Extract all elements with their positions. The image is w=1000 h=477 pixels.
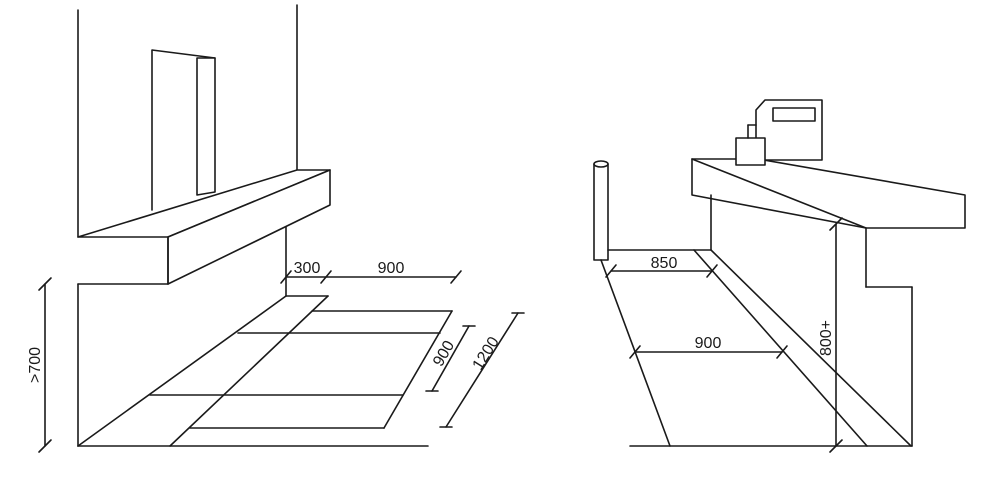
dim-bottom-width: 900	[629, 335, 788, 359]
window-sill	[77, 169, 331, 285]
wall	[77, 4, 298, 447]
dim-top-width: 850	[605, 255, 718, 278]
dim-depth-short: 300	[280, 260, 332, 284]
label-width: 900	[378, 260, 405, 277]
dim-height-min: >700	[27, 277, 52, 453]
counter-body	[710, 194, 913, 447]
cash-register	[735, 99, 823, 166]
aisle-floor	[600, 249, 912, 447]
post	[593, 160, 609, 261]
label-height-min: >700	[27, 347, 44, 383]
label-depth-short: 300	[294, 260, 321, 277]
dim-depth-mid: 900	[425, 325, 476, 392]
left-figure: >700 300 900 900 1200	[27, 4, 525, 453]
dim-width: 900	[325, 260, 462, 284]
label-top-width: 850	[651, 255, 678, 272]
floor-grid	[77, 295, 453, 447]
right-figure: 850 900 800+	[593, 99, 966, 453]
counter-top	[691, 158, 966, 288]
label-depth-long: 1200	[470, 334, 503, 373]
label-bottom-width: 900	[695, 335, 722, 352]
label-counter-height: 800+	[818, 320, 835, 356]
dim-counter-height: 800+	[818, 217, 843, 453]
dim-depth-long: 1200	[439, 312, 525, 428]
window-opening	[151, 49, 216, 211]
